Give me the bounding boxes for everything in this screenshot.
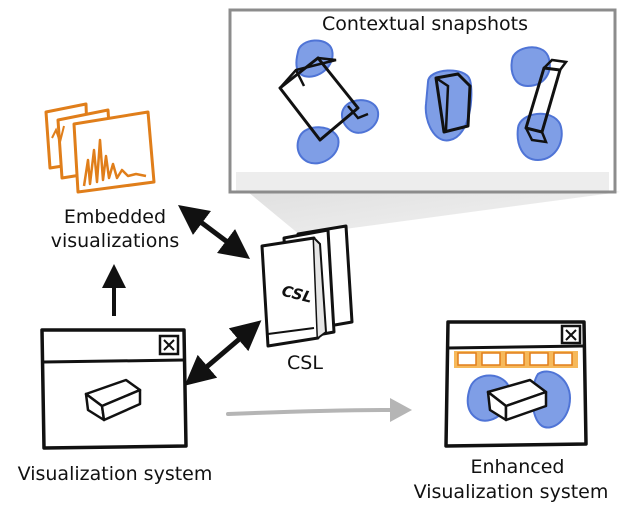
arrow-to-enhanced [226,398,412,422]
vis-system-caption: Visualization system [17,463,213,485]
snapshot-1 [278,39,380,165]
snapshots-title: Contextual snapshots [322,13,528,35]
arrow-system-csl [184,320,262,386]
arrow-embedded-csl [178,205,250,259]
snapshot-thumbnail-strip [454,351,578,368]
embedded-label-line2: visualizations [50,230,180,252]
csl-caption: CSL [287,352,323,374]
cube-icon [84,378,142,422]
embedded-visualizations-icon [44,102,156,194]
enhanced-cube-icon [486,378,548,422]
enhanced-label-line2: Visualization system [413,481,609,503]
enhanced-label-line1: Enhanced [470,456,565,478]
close-icon [158,334,180,356]
snapshot-2 [424,69,473,142]
embedded-label-line1: Embedded [63,206,167,228]
snapshots-panel [228,8,617,194]
enhanced-system-window [444,320,588,448]
csl-books-icon: CSL [260,224,354,348]
close-icon-enhanced [560,324,582,345]
snapshot-3 [510,46,569,162]
vis-system-window [40,328,188,450]
